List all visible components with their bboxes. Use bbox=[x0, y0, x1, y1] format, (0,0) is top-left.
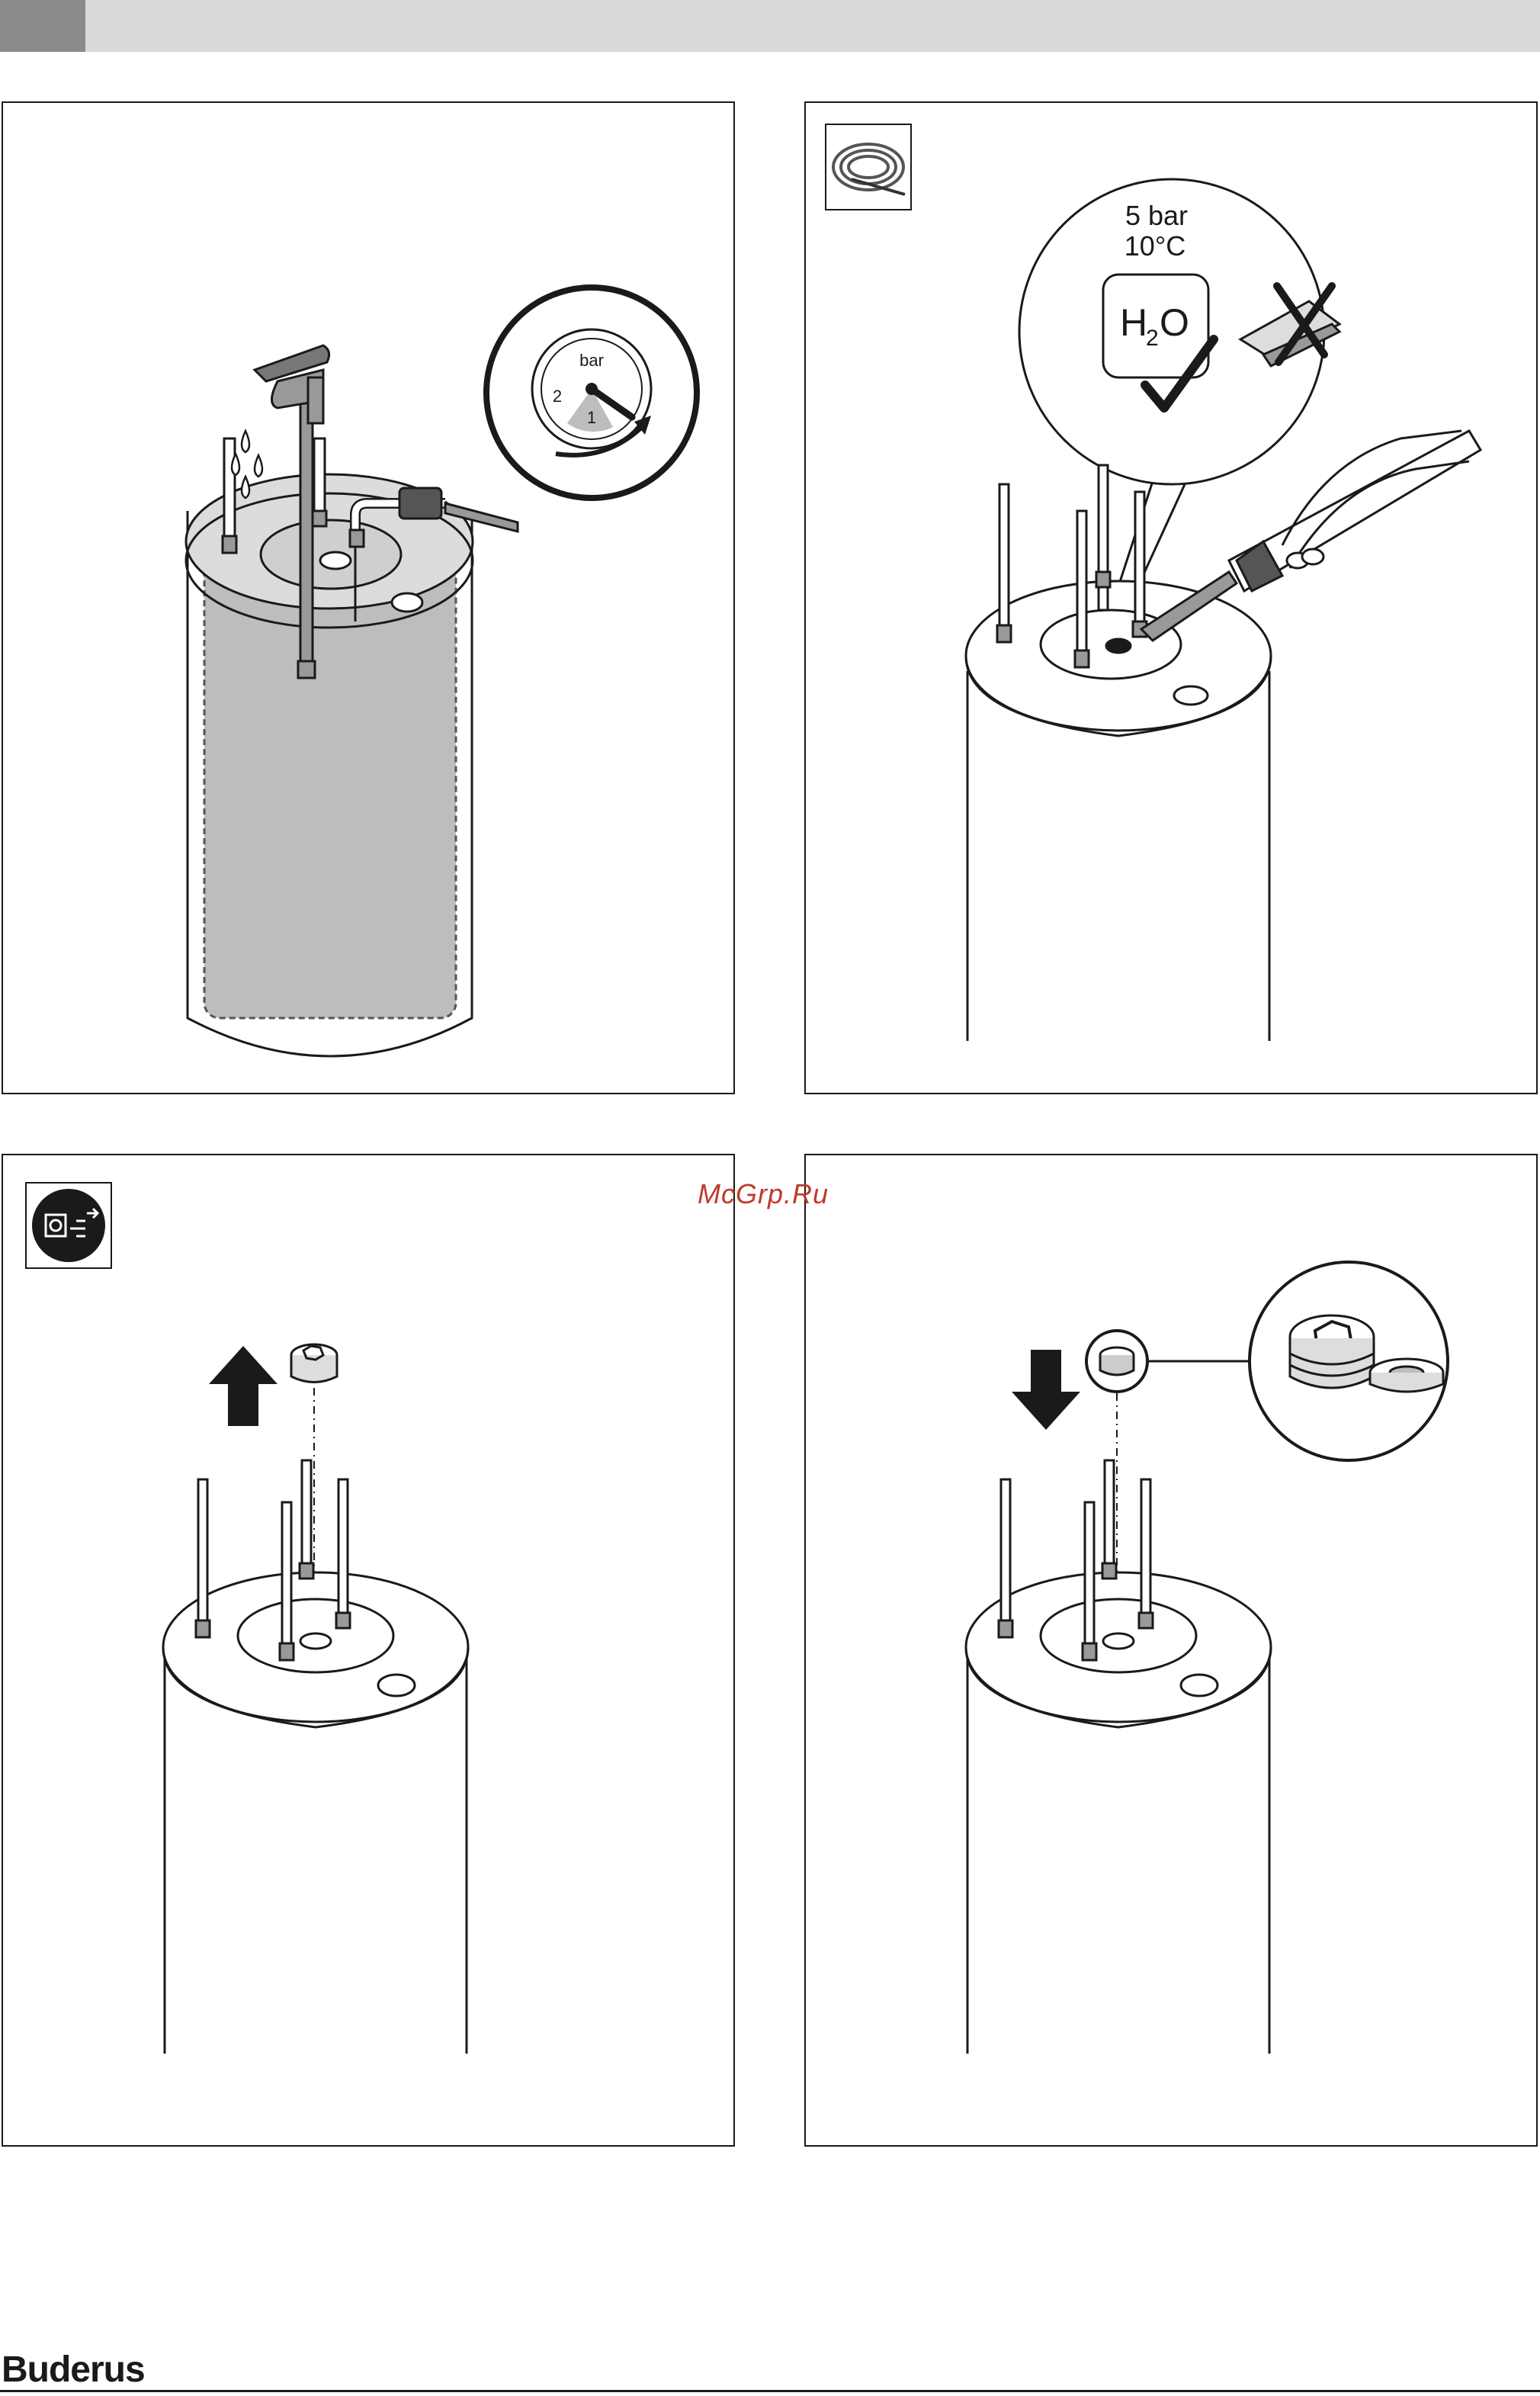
spec-medium-o: O bbox=[1160, 301, 1189, 344]
panel-remove-plug bbox=[2, 1154, 735, 2147]
spec-medium-sub: 2 bbox=[1146, 326, 1159, 351]
tank bbox=[186, 474, 473, 1056]
gauge-mark-2: 2 bbox=[553, 387, 562, 406]
header-bar bbox=[0, 0, 1540, 52]
brand-logo: Buderus bbox=[2, 2349, 145, 2391]
panel-flush-tank: 5 bar 10°C H 2 O bbox=[804, 101, 1538, 1094]
tank bbox=[163, 1572, 468, 2054]
insert-plug-illustration bbox=[806, 1155, 1539, 2148]
remove-plug-illustration bbox=[3, 1155, 736, 2148]
header-tab bbox=[0, 0, 85, 52]
spec-pressure: 5 bar bbox=[1125, 200, 1188, 231]
disconnect-power-icon bbox=[26, 1183, 111, 1268]
flush-tank-illustration: 5 bar 10°C H 2 O bbox=[806, 103, 1539, 1096]
spec-medium-h: H bbox=[1120, 301, 1147, 344]
water-hose-icon bbox=[826, 124, 911, 210]
spec-temperature: 10°C bbox=[1125, 230, 1185, 262]
fill-tank-illustration: bar 2 1 bbox=[3, 103, 736, 1096]
tank bbox=[966, 581, 1271, 1041]
panel-insert-plug bbox=[804, 1154, 1538, 2147]
sealing-tape-icon bbox=[1250, 1262, 1448, 1460]
panel-fill-tank: bar 2 1 bbox=[2, 101, 735, 1094]
watermark: McGrp.Ru bbox=[698, 1178, 829, 1210]
pressure-gauge-icon: bar 2 1 bbox=[486, 287, 697, 498]
gauge-mark-1: 1 bbox=[587, 408, 596, 427]
arrow-down-icon bbox=[1012, 1350, 1080, 1430]
arrow-up-icon bbox=[209, 1346, 278, 1426]
gauge-unit: bar bbox=[579, 351, 604, 370]
tap-icon bbox=[255, 345, 329, 423]
footer-rule bbox=[0, 2390, 1540, 2392]
tank bbox=[966, 1572, 1271, 2054]
